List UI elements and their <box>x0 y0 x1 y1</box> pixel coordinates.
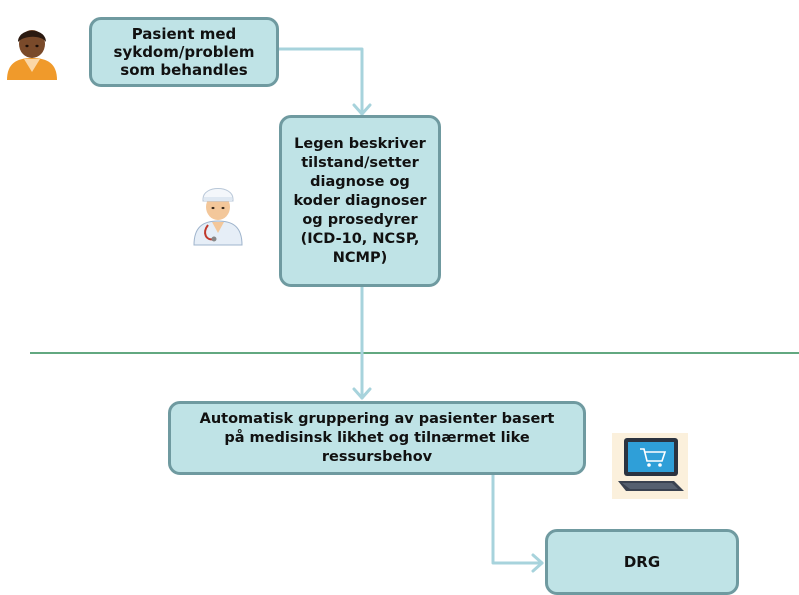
arrow-doctor-to-grouping-head <box>352 387 372 400</box>
patient-icon <box>7 30 57 80</box>
doctor-box: Legen beskriver tilstand/setter diagnose… <box>279 115 441 287</box>
doctor-icon <box>193 188 243 246</box>
drg-box: DRG <box>545 529 739 595</box>
patient-box: Pasient med sykdom/problem som behandles <box>89 17 279 87</box>
arrow-grouping-to-drg-head <box>531 553 544 573</box>
arrow-grouping-to-drg <box>491 473 544 565</box>
grouping-box: Automatisk gruppering av pasienter baser… <box>168 401 586 475</box>
arrow-patient-to-doctor-head <box>352 103 372 116</box>
computer-cart-icon <box>612 433 688 499</box>
arrow-patient-to-doctor <box>277 47 364 116</box>
